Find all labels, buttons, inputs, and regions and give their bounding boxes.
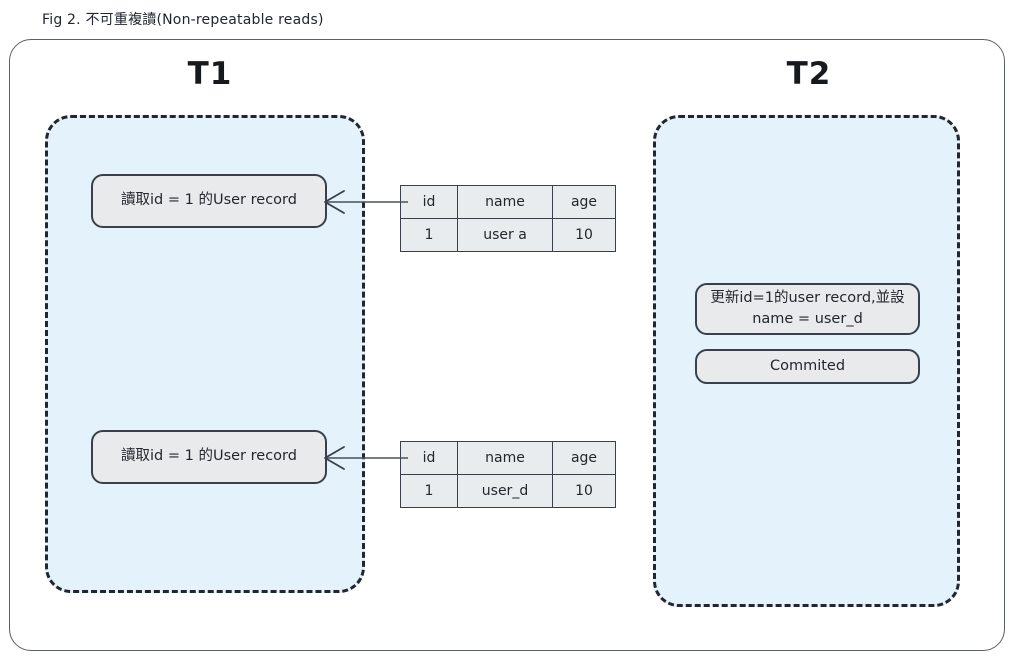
step-t2-update[interactable]: 更新id=1的user record,並設 name = user_d — [695, 283, 920, 335]
record-table-after: id name age 1 user_d 10 — [400, 441, 616, 508]
table-header-row: id name age — [400, 185, 616, 219]
table-header-name: name — [457, 185, 553, 219]
table-header-id: id — [400, 185, 458, 219]
cell-id: 1 — [400, 218, 458, 252]
table-header-age: age — [552, 441, 616, 475]
figure-caption: Fig 2. 不可重複讀(Non-repeatable reads) — [42, 12, 324, 28]
table-header-name: name — [457, 441, 553, 475]
step-t2-commit-line-1: Commited — [769, 357, 846, 374]
table-header-id: id — [400, 441, 458, 475]
cell-age: 10 — [552, 218, 616, 252]
table-row: 1 user a 10 — [400, 218, 616, 252]
transaction-title-t2: T2 — [786, 56, 832, 92]
table-header-row: id name age — [400, 441, 616, 475]
cell-age: 10 — [552, 474, 616, 508]
step-t1-read-2-line-1: 讀取id = 1 的User record — [121, 448, 297, 465]
cell-name: user a — [457, 218, 553, 252]
cell-name: user_d — [457, 474, 553, 508]
step-t1-read-1-line-1: 讀取id = 1 的User record — [121, 192, 297, 209]
cell-id: 1 — [400, 474, 458, 508]
step-t2-commit[interactable]: Commited — [695, 349, 920, 384]
table-row: 1 user_d 10 — [400, 474, 616, 508]
transaction-title-t1: T1 — [187, 56, 233, 92]
step-t1-read-1[interactable]: 讀取id = 1 的User record — [91, 174, 327, 228]
record-table-before: id name age 1 user a 10 — [400, 185, 616, 252]
step-t2-update-line-1: 更新id=1的user record,並設 — [710, 289, 905, 306]
step-t1-read-2[interactable]: 讀取id = 1 的User record — [91, 430, 327, 484]
step-t2-update-line-2: name = user_d — [752, 311, 863, 327]
table-header-age: age — [552, 185, 616, 219]
